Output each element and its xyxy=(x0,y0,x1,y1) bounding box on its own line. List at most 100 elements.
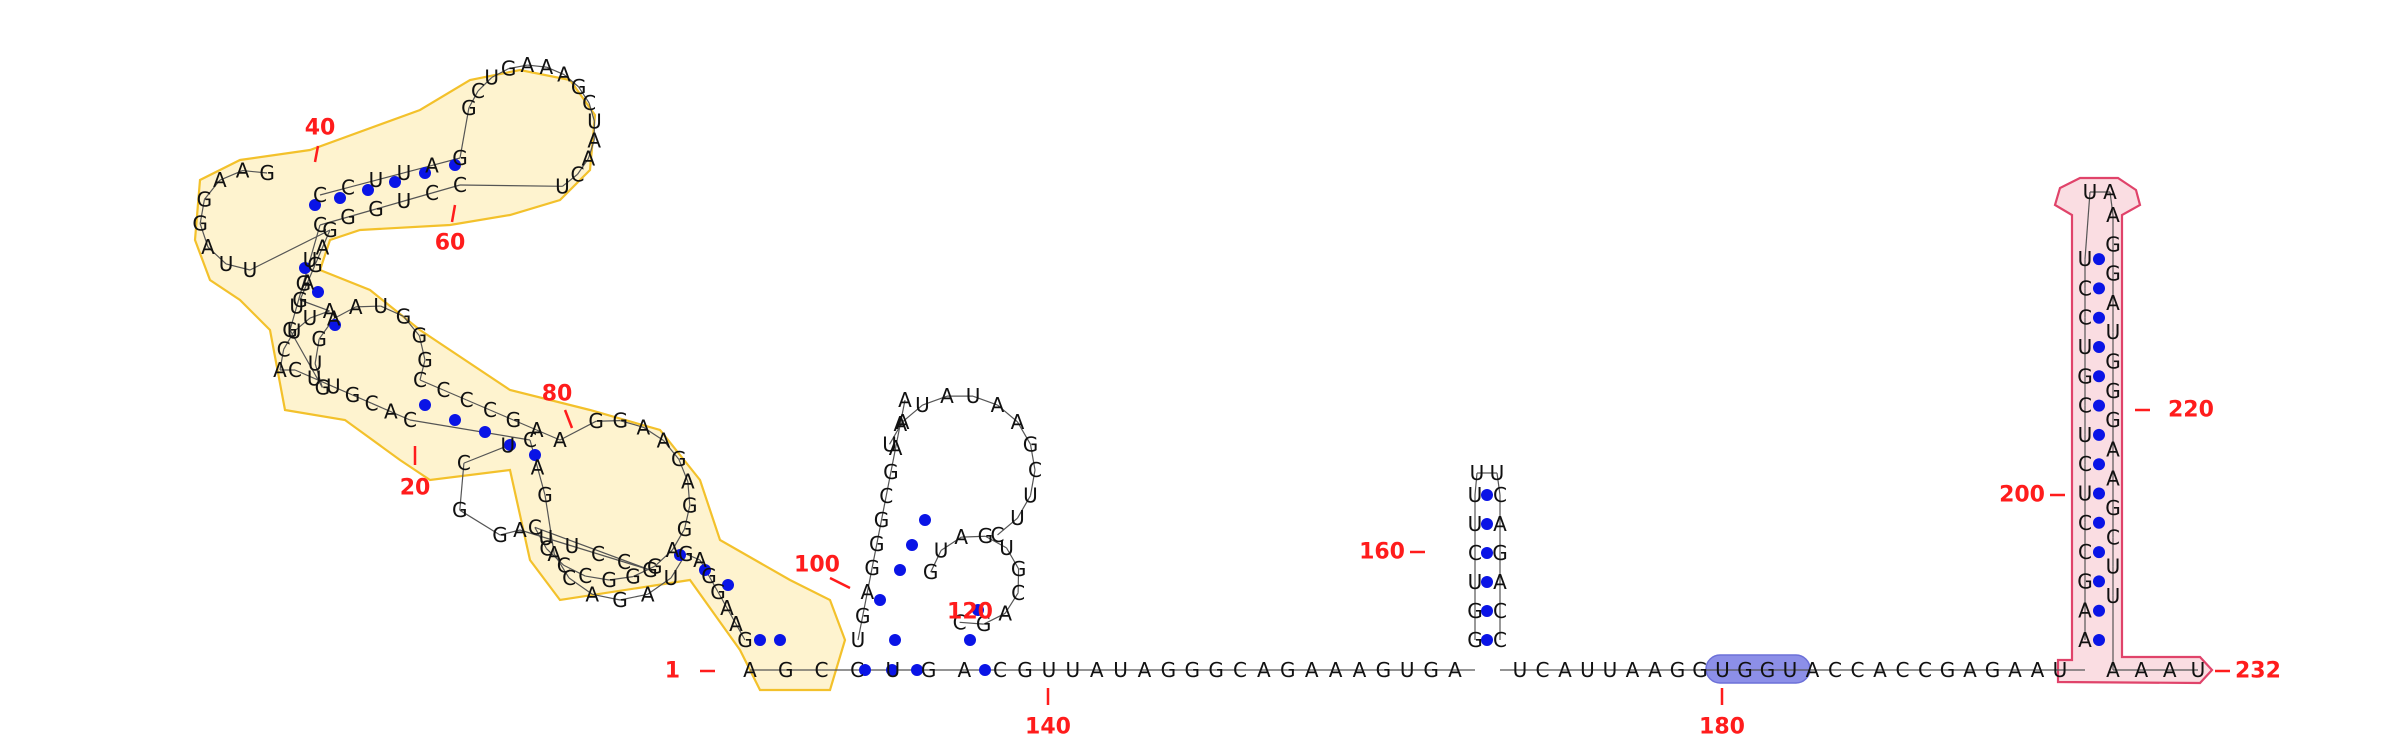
loop-100-base: A xyxy=(991,393,1005,417)
backbone-segment xyxy=(1029,444,1036,471)
domain-base: G xyxy=(315,376,331,400)
backbone-segment xyxy=(735,623,746,641)
base-pair-dot xyxy=(2093,341,2105,353)
loop-100-base: U xyxy=(851,628,866,652)
hairpin-232-left-base: U xyxy=(2078,247,2093,271)
domain-base: A xyxy=(384,400,398,424)
loop-100-base: C xyxy=(879,484,893,508)
domain-base: A xyxy=(521,53,535,77)
base-pair-dot xyxy=(911,664,923,676)
hairpin-232-right-base: A xyxy=(2106,467,2120,491)
hairpin-232-left-base: C xyxy=(2078,511,2092,535)
backbone-segment xyxy=(576,158,589,175)
domain-base: U xyxy=(369,168,384,192)
domain-base: A xyxy=(720,596,734,620)
loop-100-base: A xyxy=(861,580,875,604)
backbone-segment xyxy=(314,338,320,364)
base-pair-dot xyxy=(312,286,324,298)
domain-base: A xyxy=(729,612,743,636)
linker-base: G xyxy=(1985,658,2001,682)
loop-100-base: C xyxy=(991,523,1005,547)
backbone-segment xyxy=(683,505,691,530)
loop-100-base: G xyxy=(864,556,880,580)
backbone-segment xyxy=(355,305,381,308)
backbone-segment xyxy=(899,399,906,425)
base-pair-dot xyxy=(299,262,311,274)
domain-base: G xyxy=(492,523,508,547)
backbone-segment xyxy=(1474,472,1478,496)
domain-base: G xyxy=(259,161,275,185)
hairpin-160-left-base: C xyxy=(1468,541,1482,565)
domain-base: G xyxy=(340,205,356,229)
backbone-segment xyxy=(985,535,1007,549)
base-pair-dot xyxy=(894,564,906,576)
hairpin-232-left-base: C xyxy=(2078,540,2092,564)
backbone-segment xyxy=(930,550,942,573)
linker-base: U xyxy=(1783,658,1798,682)
linker-base: G xyxy=(1184,658,1200,682)
domain-base: C xyxy=(277,337,291,361)
backbone-segment xyxy=(491,68,509,79)
backbone-segment xyxy=(643,426,664,442)
linker-base: G xyxy=(1423,658,1439,682)
position-tick xyxy=(313,145,320,163)
base-pair-dot xyxy=(2093,575,2105,588)
backbone-segment xyxy=(309,224,321,261)
backbone-segment xyxy=(431,184,461,194)
linker-base: A xyxy=(1806,658,1820,682)
hairpin-232-right-base: G xyxy=(2105,232,2121,256)
domain-base: U xyxy=(397,161,412,185)
base-pair-dot xyxy=(2093,634,2105,646)
domain-base: A xyxy=(531,456,545,480)
backbone-segment xyxy=(333,306,357,320)
blue-highlight-region xyxy=(1705,654,1811,684)
backbone-segment xyxy=(972,395,998,406)
loop-100-base: U xyxy=(1010,506,1025,530)
backbone-segment xyxy=(592,593,621,601)
backbone-segment xyxy=(544,494,555,555)
domain-base: G xyxy=(501,57,517,81)
linker-base: U xyxy=(1715,658,1730,682)
domain-base: C xyxy=(313,183,327,207)
hairpin-232-right-base: C xyxy=(2106,525,2120,549)
domain-base: U xyxy=(219,252,234,276)
domain-base: C xyxy=(453,173,467,197)
backbone-segment xyxy=(726,607,737,625)
backbone-segment xyxy=(534,527,547,549)
backbone-segment xyxy=(536,429,561,441)
backbone-segment xyxy=(333,386,353,396)
linker-base: G xyxy=(1692,658,1708,682)
base-pair-dot xyxy=(2093,516,2105,529)
base-pair-dot xyxy=(309,199,321,211)
linker-base: G xyxy=(1760,658,1776,682)
tail-base: A xyxy=(2163,658,2177,682)
start-base: A xyxy=(957,658,971,682)
domain-base: A xyxy=(236,159,250,183)
loop-100-base: G xyxy=(855,604,871,628)
base-pair-dot xyxy=(972,604,984,616)
domain-base: C xyxy=(288,358,302,382)
domain-base: C xyxy=(570,162,584,186)
backbone-segment xyxy=(997,517,1018,536)
backbone-segment xyxy=(578,86,590,104)
domain-base: G xyxy=(368,197,384,221)
hairpin-232-loop-base: A xyxy=(2103,180,2117,204)
domain-base: U xyxy=(308,352,323,376)
position-number: 180 xyxy=(1699,715,1745,740)
hairpin-232-left-base: C xyxy=(2078,306,2092,330)
backbone-layer xyxy=(199,64,2198,671)
backbone-segment xyxy=(717,591,728,609)
base-pair-dot xyxy=(906,539,918,551)
backbone-segment xyxy=(443,389,467,401)
hairpin-232-right-base: U xyxy=(2106,584,2121,608)
position-number: 120 xyxy=(947,600,993,625)
backbone-segment xyxy=(519,529,547,539)
linker-base: A xyxy=(1329,658,1343,682)
linker-base: G xyxy=(1208,658,1224,682)
backbone-segment xyxy=(983,612,1006,625)
domain-base: U xyxy=(373,294,388,318)
domain-base: U xyxy=(326,375,341,399)
backbone-segment xyxy=(563,564,586,577)
domain-base: A xyxy=(425,153,439,177)
